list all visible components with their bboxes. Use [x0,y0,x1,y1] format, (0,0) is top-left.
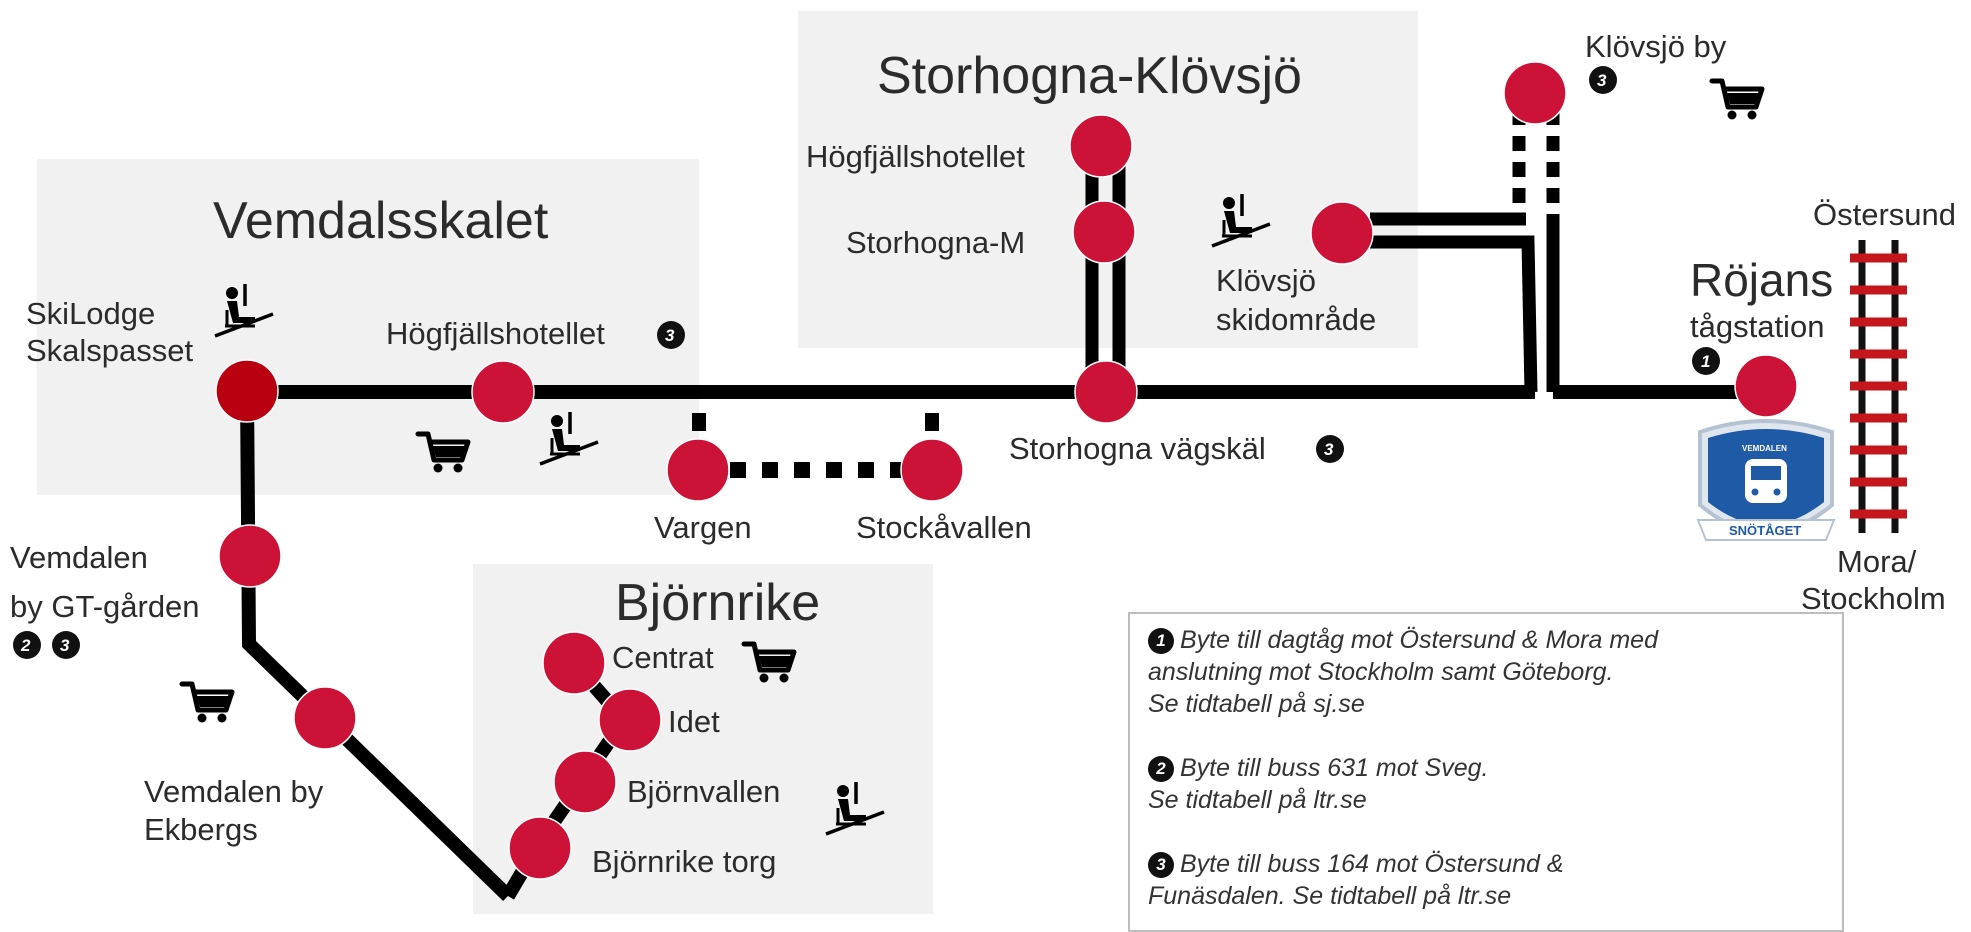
stop-vemdalen-ekbergs[interactable] [293,686,357,750]
badge-icon: 2 [1148,756,1174,782]
badge-hogfjall-3: 3 [657,321,685,349]
stop-bjornrike-torg[interactable] [508,816,572,880]
stop-idet[interactable] [598,688,662,752]
badge-klovsjo-by-3: 3 [1589,66,1617,94]
label-ostersund: Östersund [1813,197,1956,232]
label-vemdalen-gt-1: Vemdalen [10,540,148,575]
stop-storhogna-vagskal[interactable] [1074,360,1138,424]
label-vargen: Vargen [654,510,752,545]
svg-text:3: 3 [1324,440,1334,459]
stop-klovsjo-by[interactable] [1503,61,1567,125]
shopping-cart-icon [1712,81,1762,120]
label-storhogna-m: Storhogna-M [846,225,1025,260]
label-skalspasset: Skalspasset [26,333,194,368]
stop-rojans-tagstation[interactable] [1734,354,1798,418]
svg-text:2: 2 [20,636,31,655]
label-centrat: Centrat [612,640,714,675]
train-logo-icon: VEMDALEN SNÖTÅGET [1696,419,1836,541]
label-vemdalen-ek-2: Ekbergs [144,812,258,847]
svg-text:3: 3 [1597,71,1607,90]
stop-stockavallen[interactable] [900,438,964,502]
label-idet: Idet [668,704,720,739]
label-klovsjo-by: Klövsjö by [1585,29,1727,64]
label-storhogna-vagskal: Storhogna vägskäl [1009,431,1266,466]
legend-text: anslutning mot Stockholm samt Göteborg. [1148,658,1614,686]
shopping-cart-icon [182,684,232,723]
badge-vemdalen-2: 2 [13,631,41,659]
label-skilodge: SkiLodge [26,296,155,331]
route-south [240,391,513,902]
legend-text: Byte till buss 164 mot Östersund & [1180,850,1564,878]
label-hogfjallshotellet-vemdal: Högfjällshotellet [386,316,605,351]
area-title-storhogna-klovsjo: Storhogna-Klövsjö [877,47,1302,105]
badge-vemdalen-3: 3 [52,631,80,659]
stop-centrat[interactable] [542,631,606,695]
label-vemdalen-gt-2: by GT-gården [10,589,200,624]
badge-rojans-1: 1 [1692,347,1720,375]
area-title-vemdalsskalet: Vemdalsskalet [213,192,549,250]
stop-vargen[interactable] [666,438,730,502]
svg-text:3: 3 [665,326,675,345]
label-bjornvallen: Björnvallen [627,774,780,809]
label-rojans: Röjans [1690,254,1833,306]
legend-link[interactable]: Funäsdalen. Se tidtabell på ltr.se [1148,882,1512,910]
label-tagstation: tågstation [1690,309,1824,344]
label-bjornrike-torg: Björnrike torg [592,844,776,879]
badge-icon: 1 [1148,628,1174,654]
label-vemdalen-ek-1: Vemdalen by [144,774,324,809]
legend-link[interactable]: Se tidtabell på sj.se [1148,690,1365,718]
label-stockholm: Stockholm [1801,581,1946,616]
stop-skilodge-skalspasset[interactable] [215,359,279,423]
label-mora: Mora/ [1837,544,1917,579]
label-klovsjo-ski-1: Klövsjö [1216,263,1316,298]
stop-bjornvallen[interactable] [553,750,617,814]
stop-hogfjallshotellet-vemdal[interactable] [471,360,535,424]
stop-vemdalen-gt-garden[interactable] [218,524,282,588]
stop-hogfjallshotellet-storhogna[interactable] [1069,114,1133,178]
stops [215,61,1798,880]
area-title-bjornrike: Björnrike [615,574,820,632]
railway-track-icon [1850,240,1907,533]
legend-text: Byte till buss 631 mot Sveg. [1180,754,1489,782]
label-stockavallen: Stockåvallen [856,510,1032,545]
badge-icon: 3 [1148,852,1174,878]
svg-text:VEMDALEN: VEMDALEN [1742,444,1787,453]
area-vemdalsskalet-bg [37,159,699,495]
stop-storhogna-m[interactable] [1072,200,1136,264]
badge-storhogna-3: 3 [1316,435,1344,463]
area-storhogna-klovsjo-bg [798,11,1418,348]
svg-text:3: 3 [60,636,70,655]
legend-text: Byte till dagtåg mot Östersund & Mora me… [1180,626,1658,654]
legend-link[interactable]: Se tidtabell på ltr.se [1148,786,1367,814]
label-hogfjallshotellet-storhogna: Högfjällshotellet [806,139,1025,174]
label-klovsjo-ski-2: skidområde [1216,302,1376,337]
svg-text:1: 1 [1701,352,1710,371]
route-klovsjo-ski-2 [1370,235,1538,393]
svg-text:SNÖTÅGET: SNÖTÅGET [1729,523,1801,538]
stop-klovsjo-skidomrade[interactable] [1310,201,1374,265]
